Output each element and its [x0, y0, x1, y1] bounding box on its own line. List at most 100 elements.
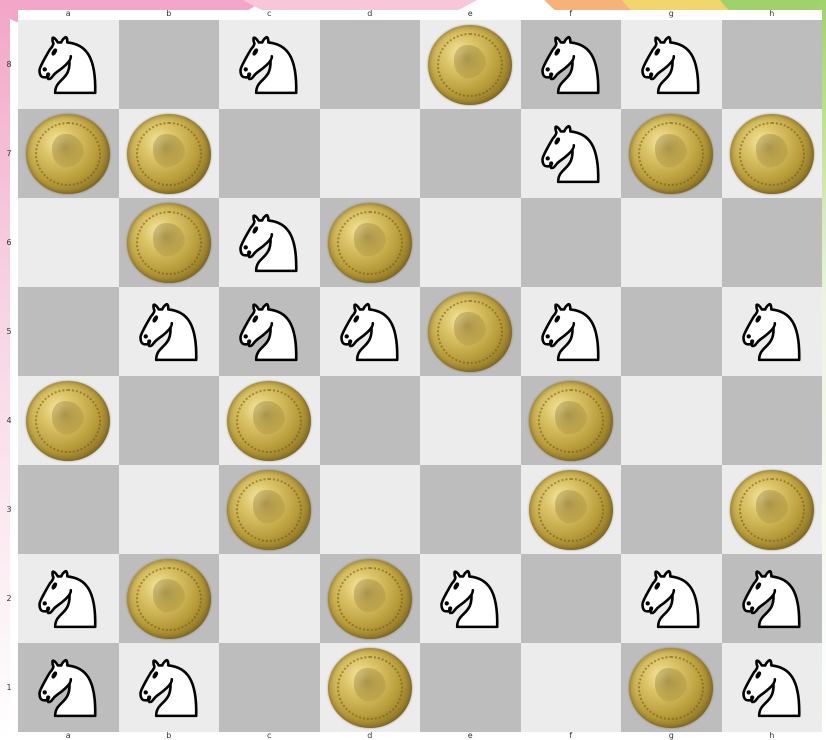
- square-e2[interactable]: [420, 554, 521, 643]
- gold-coin-icon[interactable]: [328, 559, 412, 639]
- white-knight-icon[interactable]: [125, 292, 213, 370]
- square-b4[interactable]: [119, 376, 220, 465]
- square-f4[interactable]: [521, 376, 622, 465]
- square-e8[interactable]: [420, 20, 521, 109]
- gold-coin-icon[interactable]: [328, 648, 412, 728]
- white-knight-icon[interactable]: [627, 559, 715, 637]
- square-f5[interactable]: [521, 287, 622, 376]
- square-b7[interactable]: [119, 109, 220, 198]
- square-f6[interactable]: [521, 198, 622, 287]
- square-a6[interactable]: [18, 198, 119, 287]
- white-knight-icon[interactable]: [527, 292, 615, 370]
- square-g4[interactable]: [621, 376, 722, 465]
- square-b6[interactable]: [119, 198, 220, 287]
- square-d8[interactable]: [320, 20, 421, 109]
- gold-coin-icon[interactable]: [529, 381, 613, 461]
- gold-coin-icon[interactable]: [26, 381, 110, 461]
- square-a7[interactable]: [18, 109, 119, 198]
- square-e7[interactable]: [420, 109, 521, 198]
- square-a5[interactable]: [18, 287, 119, 376]
- square-g8[interactable]: [621, 20, 722, 109]
- gold-coin-icon[interactable]: [629, 114, 713, 194]
- white-knight-icon[interactable]: [24, 559, 112, 637]
- square-g2[interactable]: [621, 554, 722, 643]
- gold-coin-icon[interactable]: [227, 470, 311, 550]
- square-e4[interactable]: [420, 376, 521, 465]
- gold-coin-icon[interactable]: [529, 470, 613, 550]
- square-c5[interactable]: [219, 287, 320, 376]
- white-knight-icon[interactable]: [225, 25, 313, 103]
- square-h1[interactable]: [722, 643, 823, 732]
- white-knight-icon[interactable]: [326, 292, 414, 370]
- square-e5[interactable]: [420, 287, 521, 376]
- square-c1[interactable]: [219, 643, 320, 732]
- square-e6[interactable]: [420, 198, 521, 287]
- square-h3[interactable]: [722, 465, 823, 554]
- square-f8[interactable]: [521, 20, 622, 109]
- gold-coin-icon[interactable]: [127, 203, 211, 283]
- square-d2[interactable]: [320, 554, 421, 643]
- square-h5[interactable]: [722, 287, 823, 376]
- white-knight-icon[interactable]: [527, 25, 615, 103]
- square-d4[interactable]: [320, 376, 421, 465]
- square-c4[interactable]: [219, 376, 320, 465]
- white-knight-icon[interactable]: [728, 559, 816, 637]
- white-knight-icon[interactable]: [426, 559, 514, 637]
- white-knight-icon[interactable]: [728, 648, 816, 726]
- white-knight-icon[interactable]: [627, 25, 715, 103]
- square-f3[interactable]: [521, 465, 622, 554]
- square-f7[interactable]: [521, 109, 622, 198]
- square-d1[interactable]: [320, 643, 421, 732]
- square-d7[interactable]: [320, 109, 421, 198]
- square-g6[interactable]: [621, 198, 722, 287]
- gold-coin-icon[interactable]: [328, 203, 412, 283]
- square-a1[interactable]: [18, 643, 119, 732]
- square-c2[interactable]: [219, 554, 320, 643]
- square-f2[interactable]: [521, 554, 622, 643]
- white-knight-icon[interactable]: [728, 292, 816, 370]
- square-f1[interactable]: [521, 643, 622, 732]
- white-knight-icon[interactable]: [125, 648, 213, 726]
- square-c6[interactable]: [219, 198, 320, 287]
- square-e1[interactable]: [420, 643, 521, 732]
- gold-coin-icon[interactable]: [629, 648, 713, 728]
- square-a8[interactable]: [18, 20, 119, 109]
- square-g5[interactable]: [621, 287, 722, 376]
- white-knight-icon[interactable]: [225, 292, 313, 370]
- square-h2[interactable]: [722, 554, 823, 643]
- square-g3[interactable]: [621, 465, 722, 554]
- gold-coin-icon[interactable]: [428, 25, 512, 105]
- gold-coin-icon[interactable]: [127, 559, 211, 639]
- white-knight-icon[interactable]: [24, 25, 112, 103]
- white-knight-icon[interactable]: [527, 114, 615, 192]
- square-a2[interactable]: [18, 554, 119, 643]
- square-b2[interactable]: [119, 554, 220, 643]
- square-h8[interactable]: [722, 20, 823, 109]
- square-c8[interactable]: [219, 20, 320, 109]
- square-c3[interactable]: [219, 465, 320, 554]
- gold-coin-icon[interactable]: [428, 292, 512, 372]
- square-a4[interactable]: [18, 376, 119, 465]
- square-b5[interactable]: [119, 287, 220, 376]
- gold-coin-icon[interactable]: [26, 114, 110, 194]
- square-h6[interactable]: [722, 198, 823, 287]
- square-b8[interactable]: [119, 20, 220, 109]
- square-d6[interactable]: [320, 198, 421, 287]
- square-g7[interactable]: [621, 109, 722, 198]
- square-d5[interactable]: [320, 287, 421, 376]
- square-h4[interactable]: [722, 376, 823, 465]
- square-h7[interactable]: [722, 109, 823, 198]
- square-b3[interactable]: [119, 465, 220, 554]
- square-g1[interactable]: [621, 643, 722, 732]
- gold-coin-icon[interactable]: [730, 470, 814, 550]
- square-b1[interactable]: [119, 643, 220, 732]
- gold-coin-icon[interactable]: [127, 114, 211, 194]
- square-e3[interactable]: [420, 465, 521, 554]
- gold-coin-icon[interactable]: [227, 381, 311, 461]
- square-d3[interactable]: [320, 465, 421, 554]
- square-a3[interactable]: [18, 465, 119, 554]
- white-knight-icon[interactable]: [225, 203, 313, 281]
- square-c7[interactable]: [219, 109, 320, 198]
- gold-coin-icon[interactable]: [730, 114, 814, 194]
- white-knight-icon[interactable]: [24, 648, 112, 726]
